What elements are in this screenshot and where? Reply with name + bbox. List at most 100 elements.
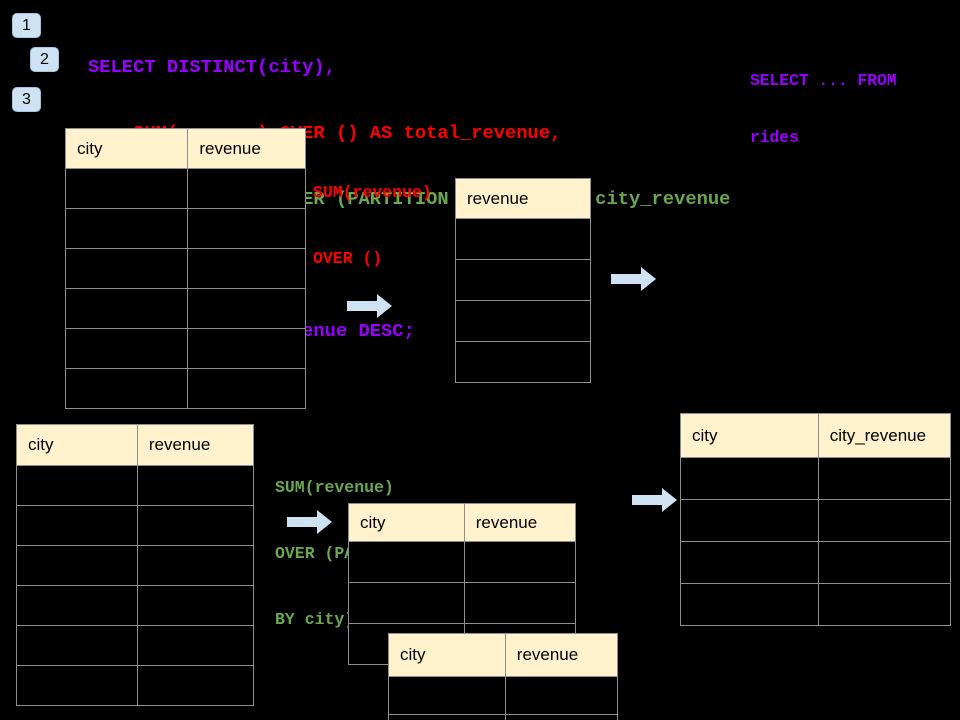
column-header: revenue [455,178,591,219]
empty-cell [64,328,189,369]
table-row [64,368,306,409]
table-row [16,585,255,626]
table-row [64,208,306,249]
empty-cell [817,541,952,584]
arrow-right-icon [611,266,657,292]
table-row [64,248,306,289]
empty-cell [136,585,255,626]
empty-cell [187,248,306,289]
table-row [680,541,952,584]
table-row [680,583,952,626]
table-row [16,625,255,666]
empty-cell [136,465,255,506]
empty-cell [680,583,819,626]
empty-cell [64,368,189,409]
empty-cell [463,582,577,624]
empty-cell [348,541,465,583]
empty-cell [348,582,465,624]
column-header: revenue [463,503,577,542]
table-row [16,505,255,546]
empty-cell [388,714,506,720]
column-header: city [680,413,819,458]
empty-cell [455,259,591,301]
table-row [16,465,255,506]
annotation-line: OVER () [313,249,383,268]
empty-cell [504,714,619,720]
empty-cell [680,499,819,542]
empty-cell [463,541,577,583]
column-header: city [348,503,465,542]
empty-cell [187,368,306,409]
table-row [16,545,255,586]
empty-cell [16,505,138,546]
annotation-line: BY city) [275,610,355,629]
sql-fragment-line: rides [750,128,799,147]
arrow-right-icon [632,487,678,513]
column-header: revenue [187,128,306,169]
empty-cell [455,300,591,342]
table-row [16,665,255,706]
step-badge-1: 1 [12,13,41,38]
table-row [348,541,577,583]
table-row [455,259,591,301]
empty-cell [455,218,591,260]
table-row [64,328,306,369]
empty-cell [16,465,138,506]
empty-cell [16,545,138,586]
empty-cell [187,208,306,249]
empty-cell [187,168,306,209]
empty-cell [16,585,138,626]
table-row [388,676,619,715]
table-row [64,288,306,329]
empty-cell [64,288,189,329]
empty-cell [187,328,306,369]
arrow-right-icon [287,509,333,535]
table-revenue-only: revenue [455,178,591,383]
sql-line-select: SELECT DISTINCT(city), [88,56,336,78]
sql-fragment-note: SELECT ... FROM rides [750,33,897,185]
empty-cell [817,457,952,500]
table-row [680,457,952,500]
column-header: city [388,633,506,677]
table-row [680,499,952,542]
annotation-line: SUM(revenue) [313,183,432,202]
empty-cell [680,457,819,500]
annotation-total-revenue: SUM(revenue) OVER () [313,138,432,314]
empty-cell [388,676,506,715]
empty-cell [817,499,952,542]
step-badge-3: 3 [12,87,41,112]
empty-cell [64,248,189,289]
column-header: revenue [136,424,255,466]
arrow-right-icon [347,293,393,319]
empty-cell [136,625,255,666]
empty-cell [64,208,189,249]
column-header: city [64,128,189,169]
empty-cell [16,665,138,706]
empty-cell [504,676,619,715]
empty-cell [16,625,138,666]
column-header: city [16,424,138,466]
table-row [455,341,591,383]
empty-cell [455,341,591,383]
empty-cell [136,665,255,706]
step-badge-2: 2 [30,47,59,72]
sql-fragment-line: SELECT ... FROM [750,71,897,90]
annotation-line: SUM(revenue) [275,478,394,497]
column-header: revenue [504,633,619,677]
empty-cell [136,505,255,546]
table-row [455,300,591,342]
table-row [455,218,591,260]
empty-cell [817,583,952,626]
empty-cell [64,168,189,209]
table-row [388,714,619,720]
empty-cell [136,545,255,586]
table-row [348,582,577,624]
empty-cell [187,288,306,329]
empty-cell [680,541,819,584]
table-row [64,168,306,209]
